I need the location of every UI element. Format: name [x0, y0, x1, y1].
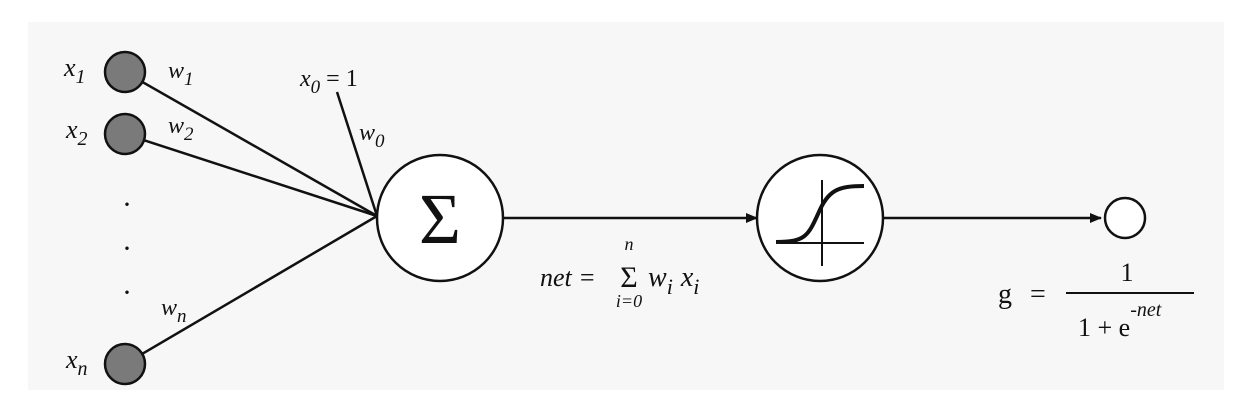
summation-symbol: Σ: [419, 179, 461, 259]
edge-bias-to-sum: [335, 91, 379, 217]
input-node-x1: [103, 50, 147, 94]
weight-label-w1: w1: [168, 58, 194, 90]
net-formula-lower: i=0: [616, 291, 642, 311]
sigmoid-curve-icon: [775, 180, 865, 266]
input-node-x2: [103, 112, 147, 156]
ellipsis-dot: ·: [122, 276, 132, 309]
sigmoid-curve: [775, 184, 865, 244]
ellipsis-dot: ·: [122, 188, 132, 221]
figure-panel: [28, 22, 1224, 390]
weight-label-w0: w0: [359, 120, 385, 152]
edge-xn-to-sum: [124, 214, 378, 366]
input-label-x2: x2: [65, 115, 88, 150]
weight-label-wn: wn: [161, 295, 187, 327]
weight-label-w2: w2: [168, 113, 194, 145]
activation-node: [755, 153, 885, 283]
output-formula-lhs: g: [998, 279, 1012, 310]
input-label-x1: x1: [63, 53, 86, 88]
edge-x1-to-sum: [124, 70, 378, 218]
edge-x2-to-sum: [124, 132, 378, 218]
input-node-xn: [103, 342, 147, 386]
net-formula-sigma: Σ: [620, 261, 637, 294]
input-label-xn: xn: [65, 345, 88, 380]
output-node: [1103, 196, 1147, 240]
net-formula-upper: n: [625, 234, 634, 254]
net-formula-lhs: net =: [540, 263, 596, 292]
output-formula-numerator: 1: [1121, 258, 1134, 287]
output-formula-eq: =: [1030, 279, 1046, 310]
bias-label: x0 = 1: [299, 66, 358, 98]
output-formula: g = 1 1 + e-net: [998, 258, 1194, 342]
output-formula-denominator: 1 + e-net: [1078, 299, 1162, 342]
ellipsis-dot: ·: [122, 232, 132, 265]
